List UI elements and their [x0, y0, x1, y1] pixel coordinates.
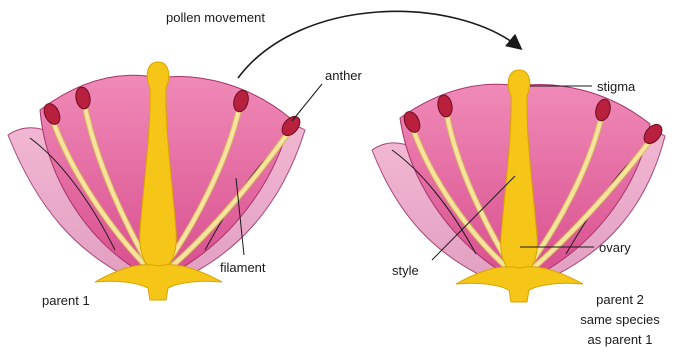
leader-anther [292, 84, 322, 121]
label-parent-2: parent 2 [596, 292, 644, 307]
label-same-species: same species [580, 312, 660, 327]
label-style: style [392, 263, 419, 278]
label-as-parent-1: as parent 1 [587, 332, 652, 347]
label-filament: filament [220, 260, 266, 275]
label-anther: anther [325, 68, 363, 83]
label-parent-1: parent 1 [42, 293, 90, 308]
label-ovary: ovary [599, 240, 631, 255]
label-stigma: stigma [597, 79, 636, 94]
label-pollen-movement: pollen movement [166, 10, 265, 25]
pollen-movement-arrow [238, 11, 520, 78]
